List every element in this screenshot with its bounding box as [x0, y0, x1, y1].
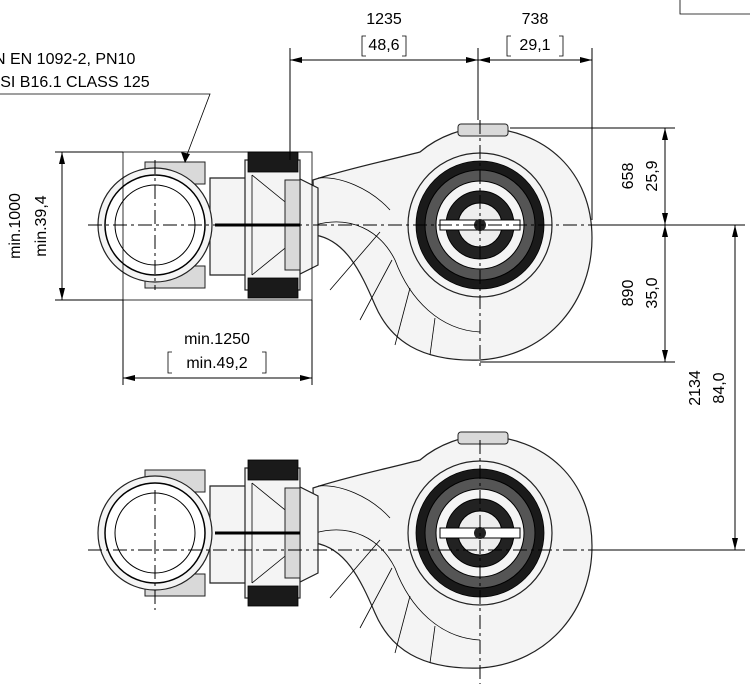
dimension-axis-to-top: 658 25,9 [510, 127, 675, 225]
flange-leader-line [0, 93, 211, 161]
dimension-pit-length: min.1250 min.49,2 [122, 300, 313, 385]
svg-text:658: 658 [620, 163, 637, 190]
svg-text:48,6: 48,6 [368, 37, 399, 54]
dimension-pit-width: min.1000 min.39,4 [7, 151, 123, 301]
svg-text:min.49,2: min.49,2 [186, 355, 247, 372]
svg-text:min.1000: min.1000 [7, 193, 24, 259]
flange-standard-line2: ANSI B16.1 CLASS 125 [0, 74, 150, 91]
dimension-inlet-to-axis: 1235 48,6 [289, 11, 478, 160]
svg-text:1235: 1235 [366, 11, 402, 28]
svg-text:min.39,4: min.39,4 [33, 195, 50, 256]
pit-outline [122, 151, 313, 301]
svg-text:25,9: 25,9 [644, 160, 661, 191]
svg-text:890: 890 [620, 280, 637, 307]
svg-text:738: 738 [522, 11, 549, 28]
dimension-axis-to-side: 738 29,1 [477, 11, 593, 220]
svg-text:84,0: 84,0 [711, 372, 728, 403]
svg-text:29,1: 29,1 [519, 37, 550, 54]
dimension-unit-spacing: 2134 84,0 [600, 224, 745, 551]
svg-text:2134: 2134 [687, 370, 704, 406]
title-frame-corner [679, 0, 750, 15]
svg-text:min.1250: min.1250 [184, 331, 250, 348]
pump-unit-top [96, 122, 594, 362]
dimension-axis-to-bottom: 890 35,0 [480, 225, 675, 363]
flange-standard-line1: DIN EN 1092-2, PN10 [0, 51, 136, 68]
svg-text:35,0: 35,0 [644, 277, 661, 308]
